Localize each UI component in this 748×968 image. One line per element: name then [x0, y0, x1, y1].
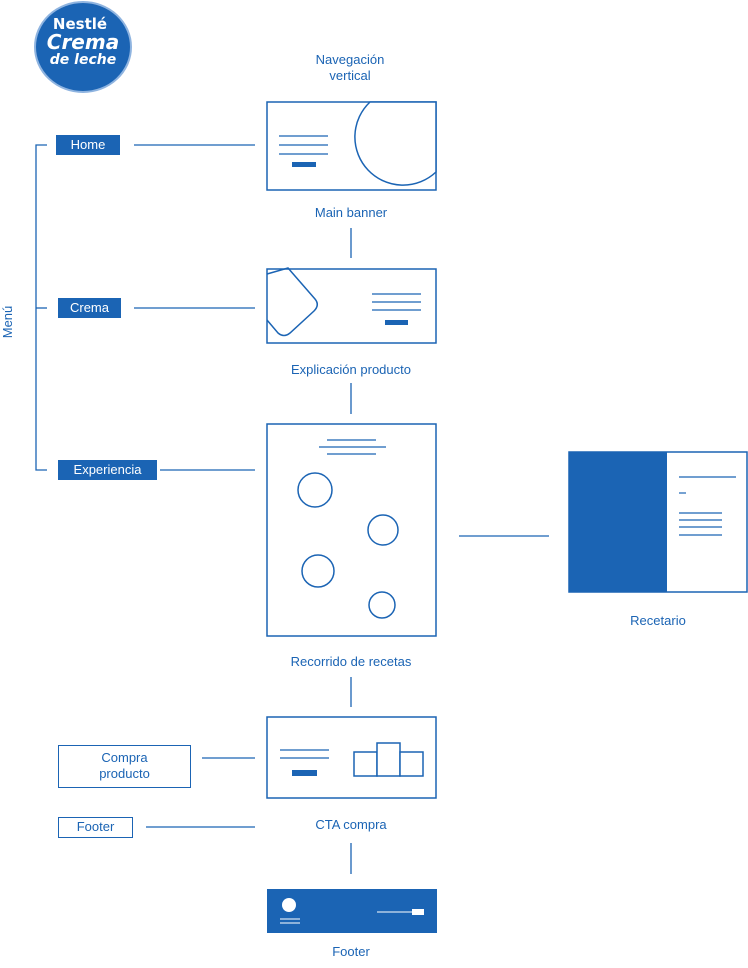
menu-side-label: Menú — [0, 305, 15, 339]
compra-line-2: producto — [99, 766, 150, 781]
explicacion-wireframe — [266, 267, 437, 344]
title-line-2: vertical — [329, 68, 371, 83]
recetario-wireframe — [568, 451, 748, 593]
logo-brand: Nestlé — [52, 15, 108, 33]
cta-label: CTA compra — [315, 817, 387, 832]
nestle-logo — [34, 1, 132, 93]
footer-label: Footer — [332, 944, 370, 959]
recorrido-wireframe — [266, 423, 437, 637]
compra-producto-box[interactable]: Compra producto — [58, 745, 191, 788]
logo-product: Crema — [46, 30, 120, 54]
cta-wireframe — [266, 716, 437, 799]
menu-item-home[interactable]: Home — [56, 135, 120, 155]
explicacion-label: Explicación producto — [291, 362, 411, 377]
page-title: Navegación vertical — [290, 52, 410, 84]
menu-item-crema[interactable]: Crema — [58, 298, 121, 318]
title-line-1: Navegación — [315, 52, 385, 67]
logo-subtitle: de leche — [49, 52, 117, 68]
recetario-label: Recetario — [630, 613, 686, 628]
compra-line-1: Compra — [101, 750, 148, 765]
recorrido-label: Recorrido de recetas — [290, 654, 412, 669]
main-banner-label: Main banner — [314, 205, 388, 220]
logo-text: Nestlé Crema de leche — [40, 8, 126, 88]
main-banner-wireframe — [266, 101, 437, 191]
menu-item-experiencia[interactable]: Experiencia — [58, 460, 157, 480]
footer-box[interactable]: Footer — [58, 817, 133, 838]
footer-wireframe — [267, 889, 437, 933]
